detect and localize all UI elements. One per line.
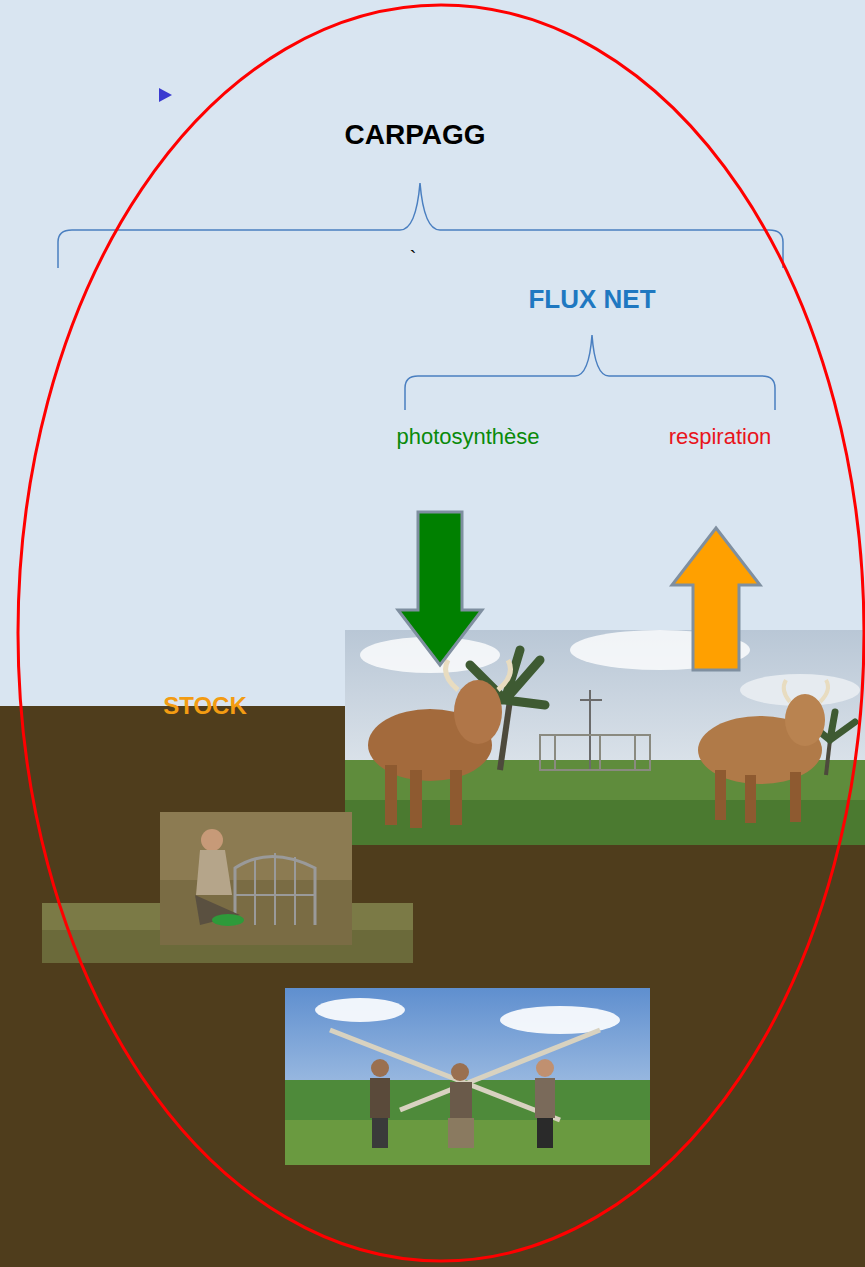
cow-photo-part	[554, 735, 556, 770]
respiration-label: respiration	[669, 424, 772, 449]
poles-photo-part	[372, 1118, 388, 1148]
respiration-arrow	[672, 528, 760, 670]
cow-photo-part	[385, 765, 397, 825]
stock-label: STOCK	[163, 692, 247, 720]
cow-photo-part	[410, 770, 422, 828]
cow-photo-part	[580, 699, 602, 701]
photosynthesis-label: photosynthèse	[396, 424, 539, 449]
cow-photo-part	[454, 680, 502, 744]
poles-photo-part	[315, 998, 405, 1022]
cage-photo-part	[160, 812, 352, 945]
cow-photo	[345, 630, 865, 845]
soil-ground	[0, 706, 865, 1267]
cage-photo-part	[274, 853, 276, 925]
brace	[58, 183, 783, 268]
flux-label: FLUX NET	[528, 285, 655, 315]
photosynthesis-arrow	[398, 512, 482, 665]
cow-photo-part	[450, 770, 462, 825]
poles-photo-part	[330, 1030, 560, 1120]
poles-photo-part	[500, 1006, 620, 1034]
cow-photo-part	[599, 735, 601, 770]
poles-photo-part	[371, 1059, 389, 1077]
cow-photo-part	[826, 740, 830, 775]
cow-photo-part	[745, 775, 756, 823]
cow-photo-part	[715, 770, 726, 820]
cow-photo-part	[634, 735, 636, 770]
cage-photo-part	[196, 850, 232, 895]
cow-photo-part	[540, 735, 650, 770]
cow-photo-part	[589, 690, 591, 770]
poles-photo-part	[448, 1118, 474, 1148]
poles-photo	[285, 988, 650, 1165]
cow-photo-part	[784, 680, 828, 702]
mark-label: `	[410, 247, 417, 270]
cage-photo-part	[212, 914, 244, 926]
cage-photo	[160, 812, 352, 945]
cow-photo-part	[790, 772, 801, 822]
cow-photo-part	[785, 694, 825, 746]
pointer-triangle	[159, 88, 172, 102]
system-boundary	[18, 5, 864, 1261]
cage-photo-part	[235, 894, 315, 896]
poles-photo-part	[285, 988, 650, 1165]
cow-photo-part	[345, 800, 865, 845]
title-label: CARPAGG	[344, 119, 485, 151]
poles-photo-part	[535, 1078, 555, 1118]
cow-photo-part	[446, 660, 511, 690]
brace	[405, 335, 775, 410]
poles-photo-part	[285, 1080, 650, 1165]
poles-photo-part	[400, 1030, 600, 1110]
poles-photo-part	[537, 1118, 553, 1148]
cage-photo-part	[201, 829, 223, 851]
poles-photo-part	[451, 1063, 469, 1081]
poles-photo-part	[536, 1059, 554, 1077]
poles-photo-part	[370, 1078, 390, 1118]
cow-photo-part	[345, 630, 865, 845]
poles-photo-part	[450, 1082, 472, 1120]
cage-photo-part	[294, 857, 296, 925]
sky-ground	[0, 0, 865, 706]
cage-photo-part	[254, 858, 256, 925]
